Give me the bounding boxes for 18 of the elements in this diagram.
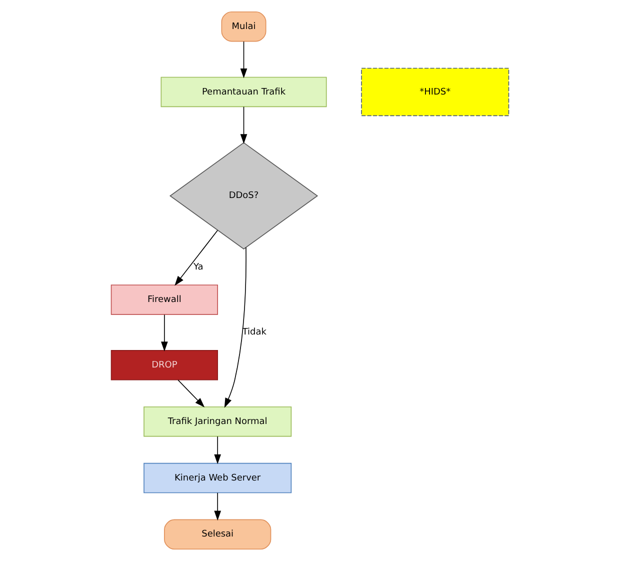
arrow [224,247,246,408]
node-box: Selesai [164,519,272,550]
arrow [174,230,218,286]
arrow [178,380,205,408]
node-box: Firewall [110,284,218,315]
node-box: *HIDS* [361,68,510,116]
node-box: Trafik Jaringan Normal [144,406,292,437]
arrow [240,106,248,144]
node-diamond: DDoS? [169,142,318,250]
arrow [214,492,222,521]
arrow [214,436,222,464]
node-box: DROP [110,350,218,380]
node-box: Kinerja Web Server [144,462,292,494]
arrow [240,41,248,78]
edge-label: Ya [193,262,204,272]
node-box: Pemantauan Trafik [160,76,327,108]
node-box: Mulai [221,11,266,42]
arrow [160,314,168,352]
